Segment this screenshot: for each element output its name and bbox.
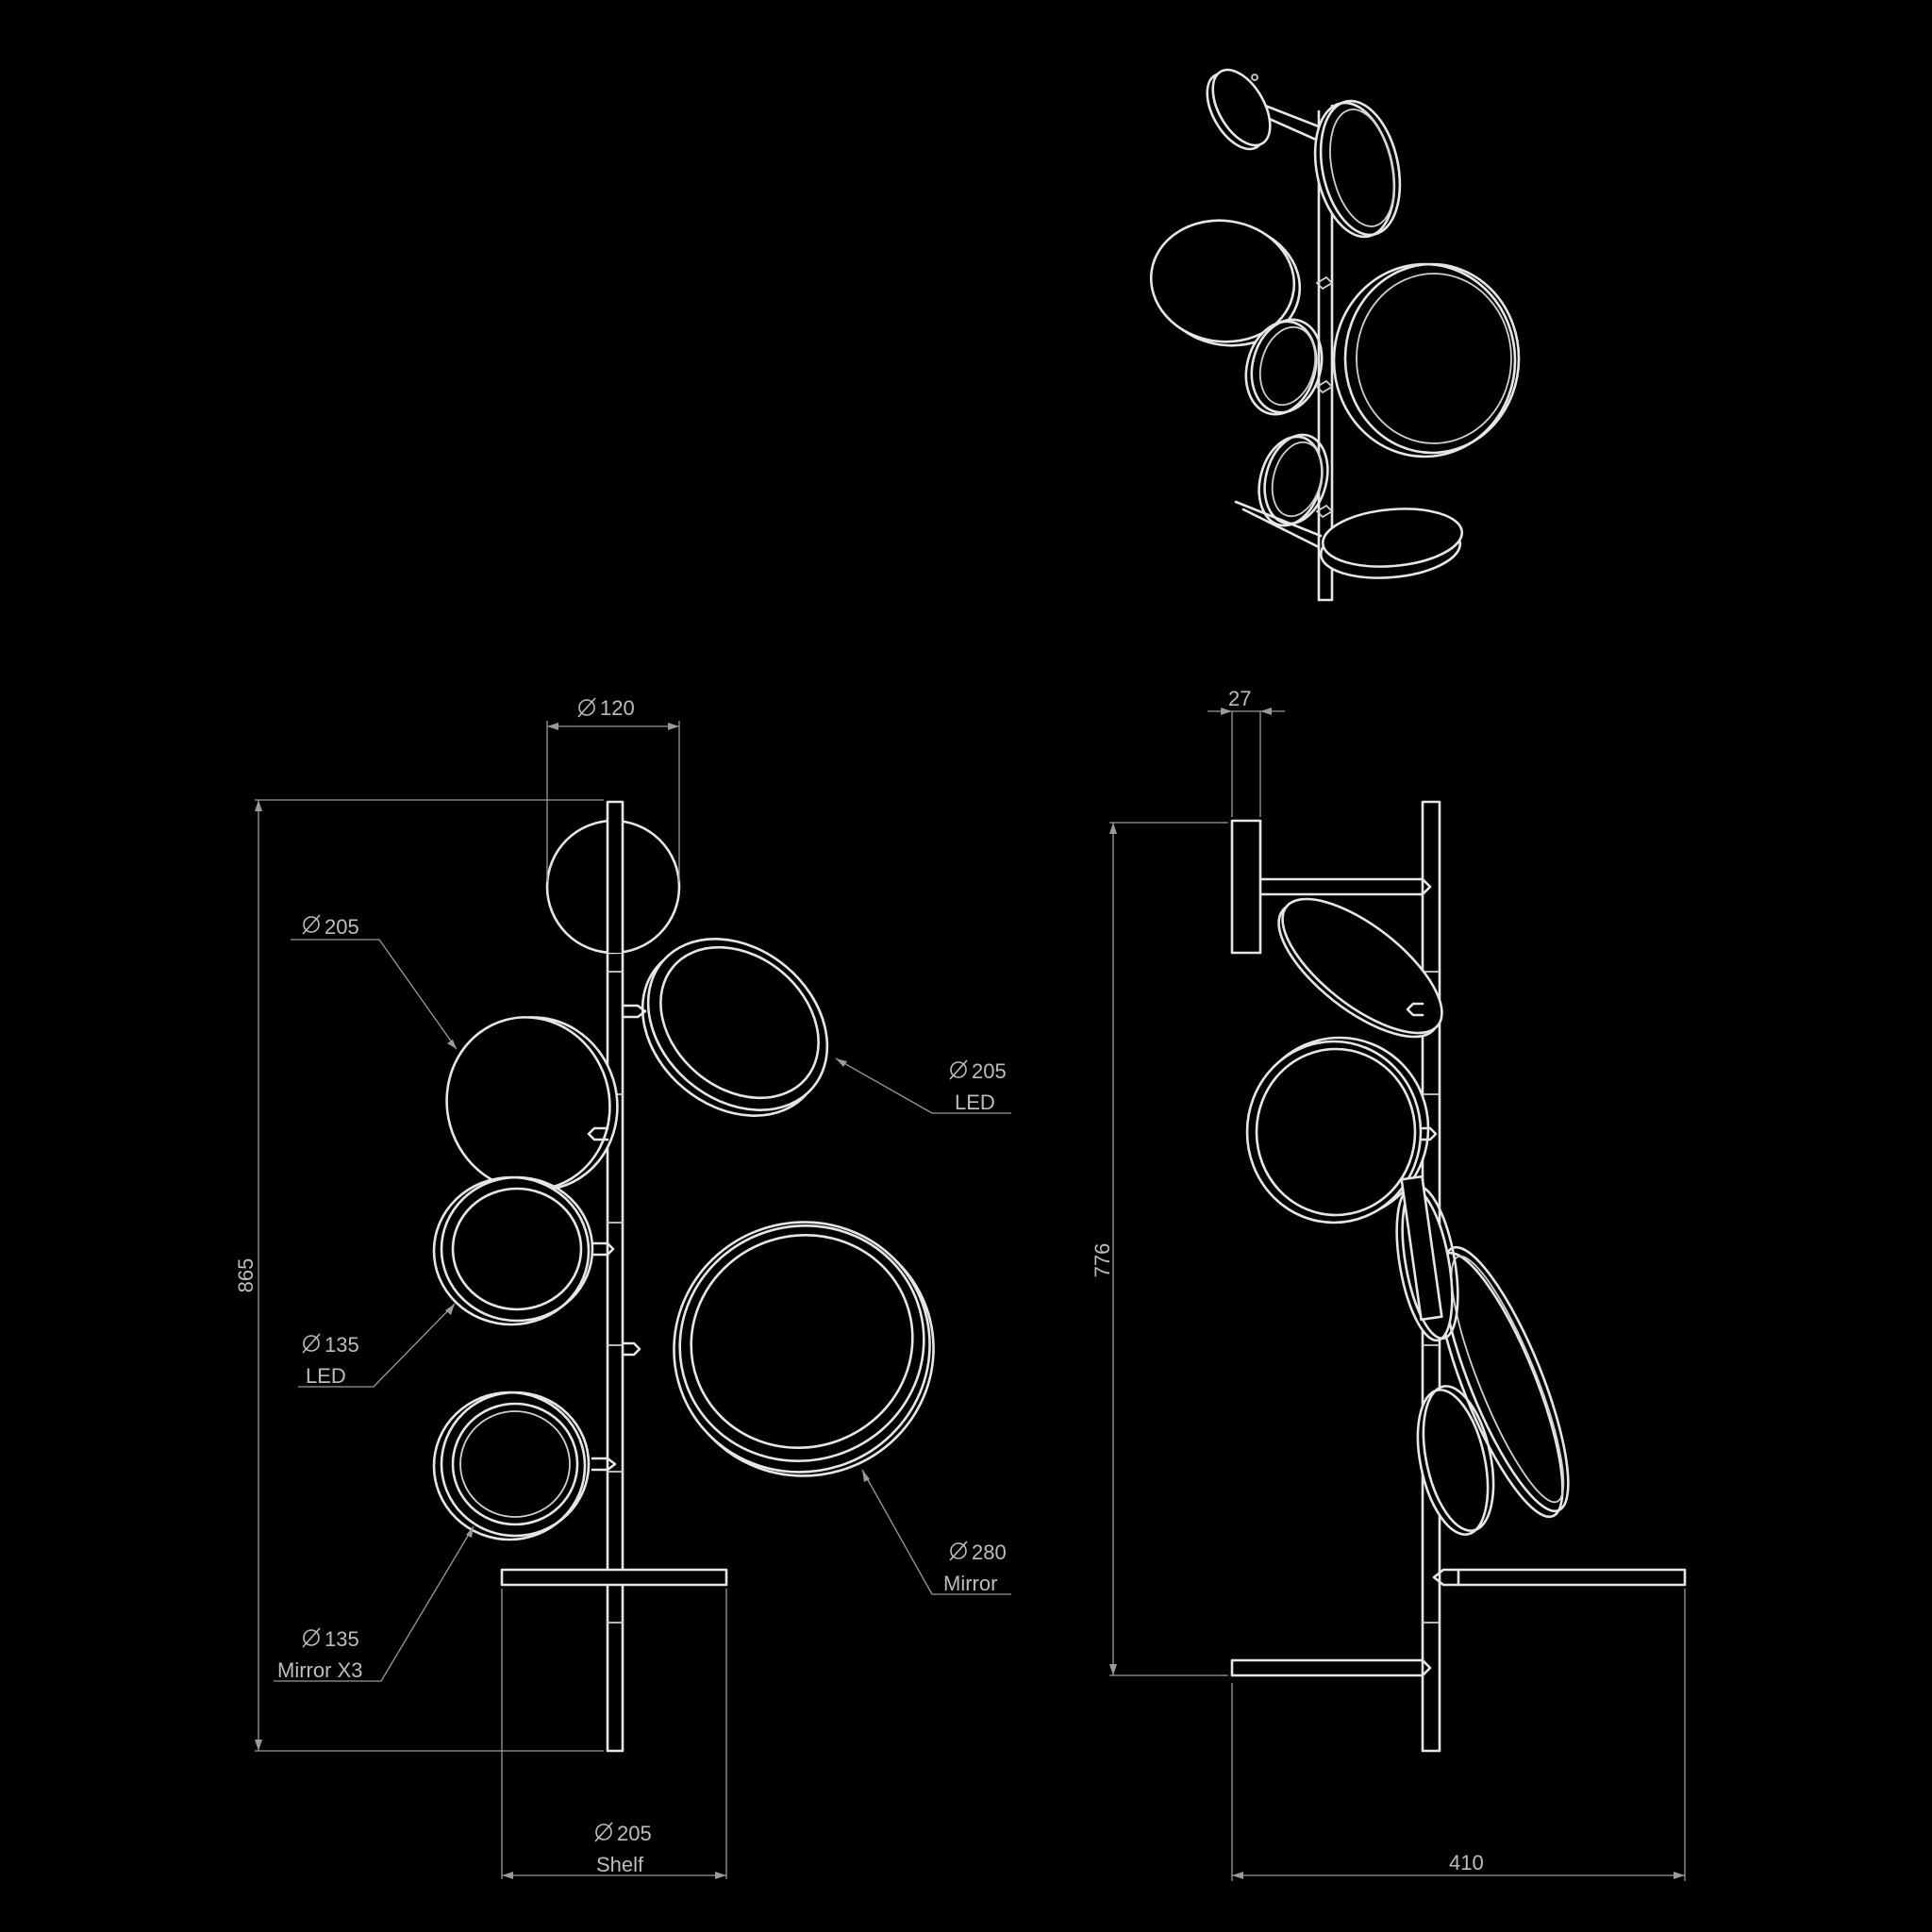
callout-right-upper-sub: LED <box>955 1091 995 1114</box>
front-lower-left-ring <box>432 1391 617 1541</box>
side-dimensions: 27 776 410 <box>1091 687 1686 1881</box>
iso-pole <box>1317 104 1334 602</box>
shelf-diameter-sub: Shelf <box>596 1853 644 1876</box>
callout-right-mirror-sub: Mirror <box>943 1572 997 1595</box>
front-upper-right-ring <box>621 938 829 1117</box>
side-wall-plate <box>1230 819 1432 955</box>
diameter-symbol-icon <box>577 697 596 718</box>
front-large-mirror <box>621 1221 935 1477</box>
side-height-label: 776 <box>1091 1243 1114 1278</box>
diameter-symbol-icon <box>302 914 321 935</box>
iso-wall-mount <box>1206 68 1330 151</box>
iso-small-ring-lower <box>1257 433 1329 527</box>
front-upper-left-disc <box>445 1016 619 1191</box>
top-width-label: 120 <box>600 696 635 720</box>
callout-right-mirror-value: 280 <box>972 1541 1007 1564</box>
side-view <box>1230 800 1687 1753</box>
shelf-diameter-value: 205 <box>617 1822 652 1845</box>
side-lower-ring <box>1416 1385 1495 1536</box>
side-round-disc <box>1245 1036 1438 1224</box>
front-view <box>432 800 935 1753</box>
front-dimensions: 120 865 205 205 LED 135 LED <box>234 696 1011 1879</box>
front-top-disc <box>545 817 681 955</box>
diameter-symbol-icon <box>949 1541 968 1561</box>
callout-left-lower-sub: Mirror X3 <box>277 1658 362 1682</box>
callout-left-upper-value: 205 <box>325 915 359 939</box>
iso-left-disc <box>1149 219 1302 347</box>
front-shelf <box>500 1568 728 1587</box>
callout-left-mid-value: 135 <box>325 1333 359 1357</box>
diameter-symbol-icon <box>302 1627 321 1648</box>
wall-plate-thickness-label: 27 <box>1228 687 1251 710</box>
callout-right-upper-value: 205 <box>972 1059 1007 1083</box>
diameter-symbol-icon <box>594 1822 613 1842</box>
side-bottom-bracket <box>1230 1658 1432 1677</box>
iso-shelf <box>1234 500 1464 579</box>
diameter-symbol-icon <box>302 1333 321 1354</box>
iso-top-ring <box>1313 99 1402 239</box>
total-height-label: 865 <box>234 1258 258 1293</box>
diameter-symbol-icon <box>949 1059 968 1080</box>
side-depth-label: 410 <box>1449 1851 1484 1874</box>
front-middle-left-ring <box>432 1175 615 1326</box>
side-upper-disc <box>1277 897 1443 1039</box>
iso-large-ring <box>1332 262 1521 458</box>
iso-small-ring-upper <box>1244 318 1324 416</box>
callout-left-mid-sub: LED <box>306 1364 346 1388</box>
side-middle-ring <box>1395 1174 1459 1342</box>
isometric-view <box>1149 68 1521 602</box>
callout-left-lower-value: 135 <box>325 1627 359 1651</box>
side-shelf <box>1432 1568 1687 1587</box>
